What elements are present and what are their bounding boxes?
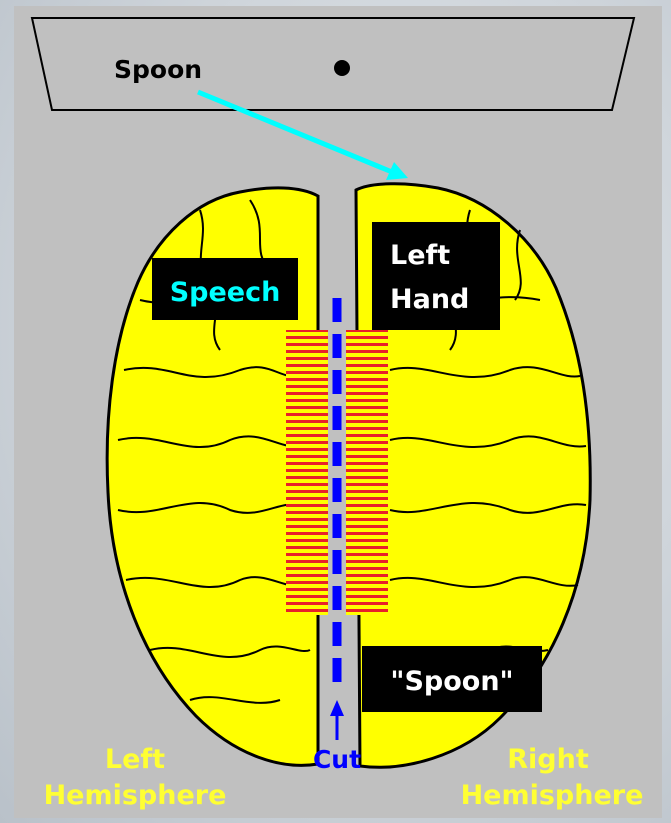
right-hemisphere-label-line1: Right	[507, 744, 589, 775]
spoken-word-label: "Spoon"	[390, 666, 513, 697]
speech-label: Speech	[170, 277, 281, 308]
fixation-dot	[334, 60, 350, 76]
cut-arrowhead	[330, 700, 344, 716]
left-hand-label-line2: Hand	[390, 284, 469, 315]
corpus-callosum-right	[346, 330, 388, 615]
left-hemisphere-label-line2: Hemisphere	[44, 780, 227, 811]
screen-word: Spoon	[114, 55, 202, 84]
left-hand-label-line1: Left	[390, 240, 450, 271]
right-hemisphere-label-line2: Hemisphere	[461, 780, 644, 811]
corpus-callosum-left	[286, 330, 328, 615]
cut-label: Cut	[313, 745, 361, 774]
left-hemisphere-label-line1: Left	[105, 744, 165, 775]
